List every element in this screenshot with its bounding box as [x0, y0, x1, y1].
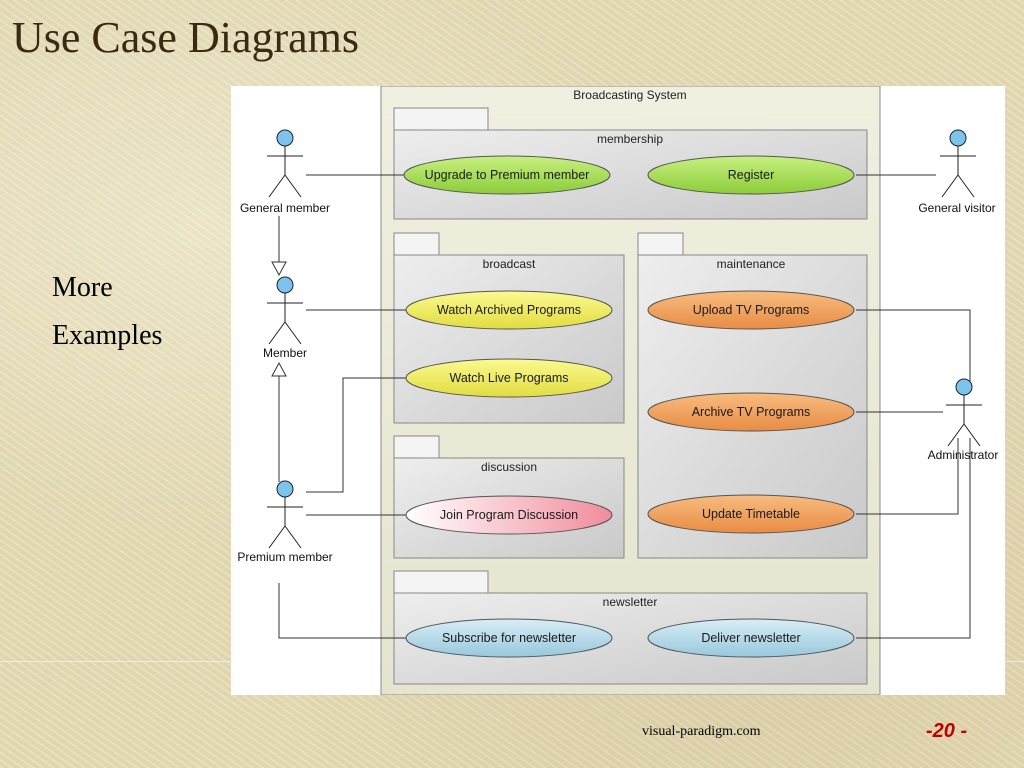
use-case-label: Deliver newsletter — [701, 631, 800, 645]
use-case-subscribe: Subscribe for newsletter — [405, 618, 613, 658]
actor-label-premium-member: Premium member — [237, 550, 332, 564]
association-lines — [278, 174, 971, 639]
package-label-broadcast: broadcast — [483, 257, 536, 271]
actor-label-administrator: Administrator — [928, 448, 999, 462]
use-case-upload-tv: Upload TV Programs — [647, 290, 855, 330]
use-case-label: Subscribe for newsletter — [442, 631, 576, 645]
use-case-label: Join Program Discussion — [440, 508, 578, 522]
slide-title: Use Case Diagrams — [12, 13, 360, 62]
side-text: More Examples — [52, 264, 222, 360]
use-case-update-timetable: Update Timetable — [647, 494, 855, 534]
actor-label-member: Member — [263, 346, 307, 360]
stick-figure-icon — [946, 378, 982, 447]
use-case-label: Register — [728, 168, 775, 182]
source-credit: visual-paradigm.com — [642, 724, 761, 739]
actor-general-visitor: General visitor — [918, 129, 996, 215]
actor-label-general-member: General member — [240, 201, 330, 215]
page-number: -20 - — [926, 720, 968, 742]
actor-general-member: General member — [240, 129, 330, 215]
package-label-maintenance: maintenance — [717, 257, 786, 271]
actor-premium-member: Premium member — [237, 480, 333, 564]
use-case-label: Update Timetable — [702, 507, 800, 521]
generalization-arrows — [271, 216, 287, 482]
use-case-label: Watch Archived Programs — [437, 303, 581, 317]
stick-figure-icon — [267, 276, 303, 345]
stick-figure-icon — [940, 129, 976, 198]
use-case-register: Register — [647, 155, 855, 195]
use-case-label: Upload TV Programs — [693, 303, 810, 317]
package-label-newsletter: newsletter — [603, 595, 658, 609]
actor-administrator: Administrator — [928, 378, 999, 462]
use-case-watch-live: Watch Live Programs — [405, 358, 613, 398]
use-case-label: Watch Live Programs — [449, 371, 568, 385]
use-case-diagram: Broadcasting System membership broadcast… — [231, 86, 1005, 695]
package-label-membership: membership — [597, 132, 663, 146]
side-text-line-1: More — [52, 272, 113, 303]
actor-label-general-visitor: General visitor — [918, 201, 995, 215]
side-text-line-2: Examples — [52, 320, 163, 351]
use-case-label: Upgrade to Premium member — [425, 168, 590, 182]
package-label-discussion: discussion — [481, 460, 537, 474]
use-case-archive-tv: Archive TV Programs — [647, 392, 855, 432]
stick-figure-icon — [267, 480, 303, 549]
actor-member: Member — [263, 276, 307, 360]
stick-figure-icon — [267, 129, 303, 198]
use-case-upgrade: Upgrade to Premium member — [403, 155, 611, 195]
use-case-label: Archive TV Programs — [692, 405, 811, 419]
use-case-deliver: Deliver newsletter — [647, 618, 855, 658]
system-name: Broadcasting System — [573, 88, 686, 102]
use-case-watch-archived: Watch Archived Programs — [405, 290, 613, 330]
use-case-join-discussion: Join Program Discussion — [405, 495, 613, 535]
